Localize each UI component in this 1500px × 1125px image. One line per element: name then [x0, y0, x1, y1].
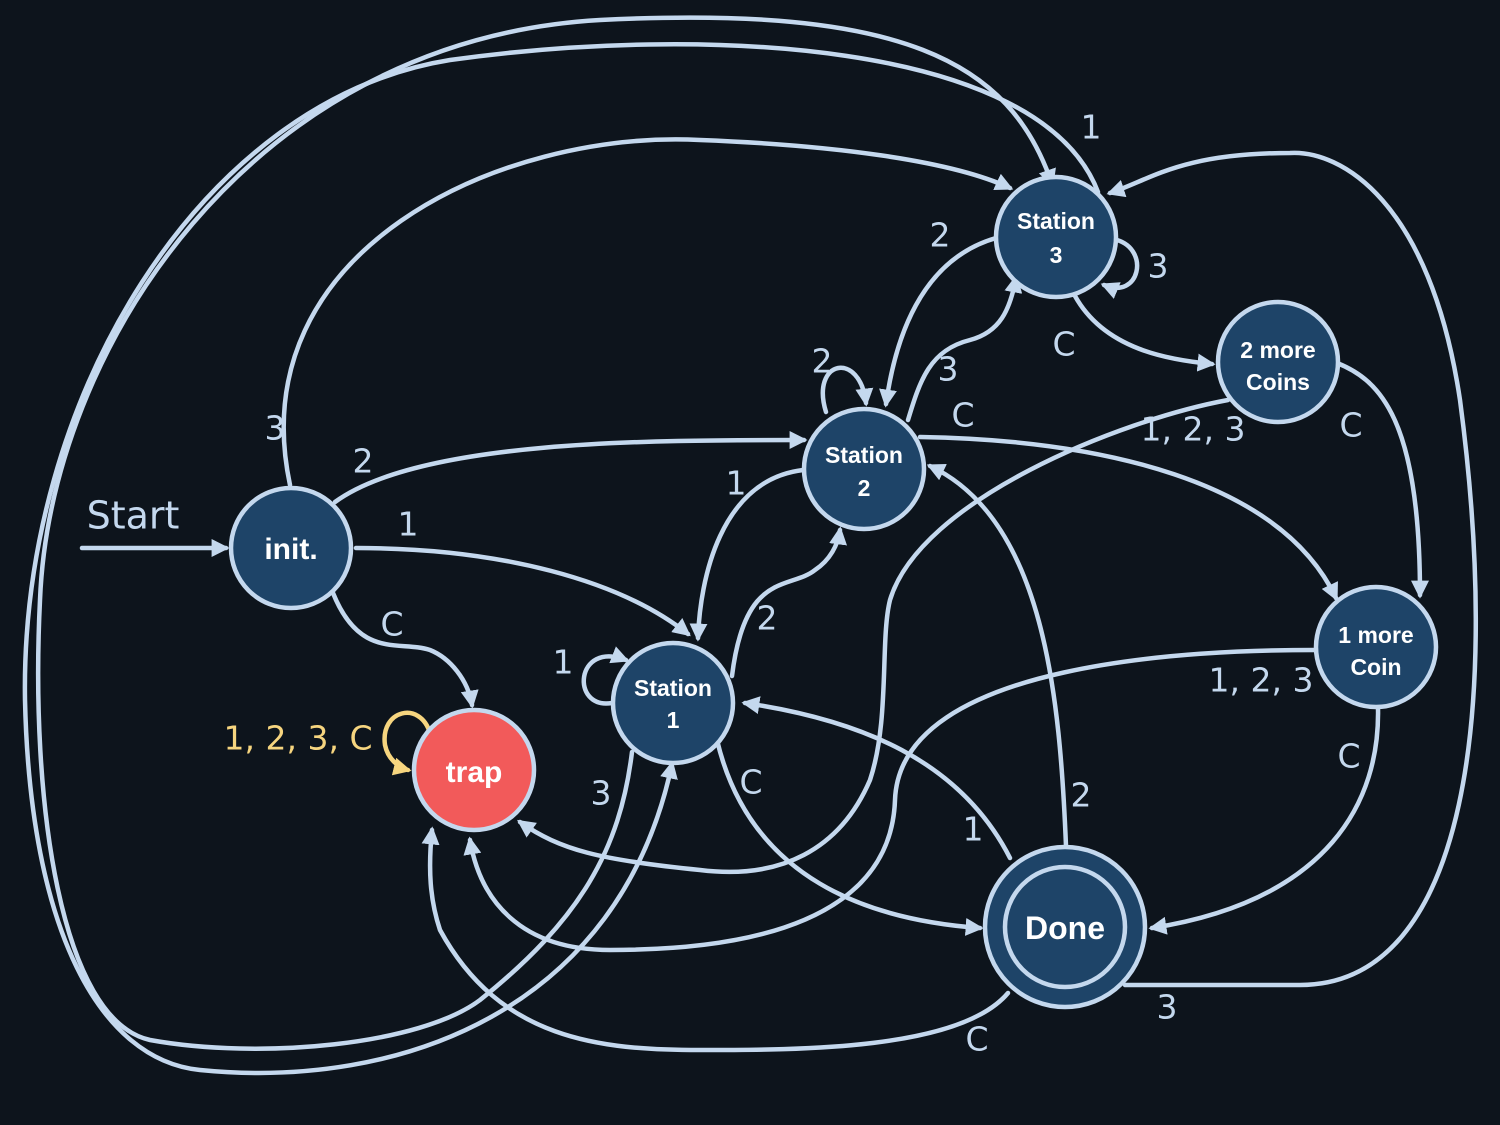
state-station3-label-line1: Station	[1017, 208, 1095, 234]
state-done: Done	[982, 844, 1148, 1010]
label-station1-to-station2: 2	[757, 599, 778, 638]
edge-done-to-station3	[1106, 150, 1479, 988]
state-two-more-coins-label-line2: Coins	[1246, 369, 1310, 395]
state-trap-circle	[411, 707, 537, 833]
state-station1-label-line1: Station	[634, 675, 712, 701]
edge-done-to-station1	[741, 696, 1013, 861]
edge-init-to-station3	[281, 137, 1014, 488]
label-init-to-station3: 3	[265, 409, 286, 448]
label-done-to-station2: 2	[1071, 776, 1092, 815]
state-two-more-coins: 2 more Coins	[1215, 299, 1341, 425]
label-init-to-trap: C	[380, 605, 403, 644]
label-done-to-trap: C	[965, 1020, 988, 1059]
state-done-inner-circle	[1002, 864, 1128, 990]
state-station2-label-line2: 2	[858, 475, 871, 501]
label-trap-self: 1, 2, 3, C	[224, 719, 373, 758]
label-station1-to-trap: 3	[591, 774, 612, 813]
state-station1: Station 1	[610, 640, 736, 766]
state-init-circle	[228, 485, 354, 611]
label-station2-to-station3: 3	[938, 350, 959, 389]
state-station2-circle	[801, 406, 927, 532]
label-station1-self: 1	[553, 643, 574, 682]
state-init: init.	[228, 485, 354, 611]
label-init-to-station2: 2	[353, 442, 374, 481]
state-station3-label-line2: 3	[1050, 242, 1063, 268]
edge-station3-to-station2	[879, 235, 999, 408]
label-one-more-to-trap: 1, 2, 3	[1209, 661, 1314, 700]
edge-station1-to-done	[714, 737, 984, 936]
edge-done-to-station2	[926, 463, 1069, 849]
state-trap: trap	[411, 707, 537, 833]
label-station3-to-station2: 2	[930, 216, 951, 255]
edge-two-more-to-one-more	[1334, 360, 1429, 599]
edge-station2-to-station3	[905, 274, 1023, 423]
edge-station1-to-trap	[35, 15, 1056, 1051]
edge-station3-to-two-more	[1072, 293, 1216, 372]
label-done-to-station3: 3	[1157, 988, 1178, 1027]
edge-station2-self	[820, 365, 874, 415]
state-one-more-coin-circle	[1313, 584, 1439, 710]
label-station3-self: 3	[1148, 247, 1169, 286]
label-init-to-station1: 1	[398, 505, 419, 544]
label-one-more-to-done: C	[1337, 737, 1360, 776]
label-station2-to-one-more: C	[951, 396, 974, 435]
edge-station1-to-station2	[729, 526, 848, 679]
edge-station1-self	[581, 646, 630, 706]
label-station1-to-done: C	[739, 763, 762, 802]
edge-init-to-station2	[332, 431, 808, 505]
state-init-label: init.	[264, 533, 317, 566]
edge-station3-self	[1100, 237, 1140, 299]
state-two-more-coins-circle	[1215, 299, 1341, 425]
state-station1-label-line2: 1	[667, 707, 680, 733]
edge-station2-to-one-more	[917, 434, 1339, 602]
state-done-label: Done	[1025, 910, 1105, 946]
edge-init-to-trap	[330, 590, 479, 709]
edge-one-more-to-done	[1148, 705, 1381, 935]
edge-init-to-station1	[353, 545, 691, 637]
state-one-more-coin: 1 more Coin	[1313, 584, 1439, 710]
state-trap-label: trap	[446, 756, 503, 789]
edges	[22, 15, 1479, 1076]
label-two-more-to-trap: 1, 2, 3	[1141, 410, 1246, 449]
label-station3-to-station1: 1	[1081, 108, 1102, 147]
state-station3-circle	[993, 174, 1119, 300]
edge-trap-self	[382, 710, 433, 776]
edge-two-more-to-trap	[517, 397, 1231, 875]
state-two-more-coins-label-line1: 2 more	[1240, 337, 1315, 363]
state-one-more-coin-label-line2: Coin	[1350, 654, 1401, 680]
edge-station2-to-station1	[689, 467, 806, 642]
state-station1-circle	[610, 640, 736, 766]
label-station2-self: 2	[812, 342, 833, 381]
label-done-to-station1: 1	[963, 810, 984, 849]
edge-station3-to-station1	[22, 42, 1101, 1076]
label-station2-to-station1: 1	[726, 464, 747, 503]
state-station3: Station 3	[993, 174, 1119, 300]
edge-labels: Start 1 2 3 C 1 2 3 C 2 1 3 C 2 3 C 1 1,…	[87, 108, 1363, 1059]
start-label: Start	[87, 494, 180, 538]
state-station2: Station 2	[801, 406, 927, 532]
state-station2-label-line1: Station	[825, 442, 903, 468]
state-one-more-coin-label-line1: 1 more	[1338, 622, 1413, 648]
label-station3-to-two-more: C	[1052, 325, 1075, 364]
edge-done-to-trap	[421, 826, 1011, 1053]
edge-one-more-to-trap	[463, 647, 1319, 953]
label-two-more-to-one-more: C	[1339, 406, 1362, 445]
